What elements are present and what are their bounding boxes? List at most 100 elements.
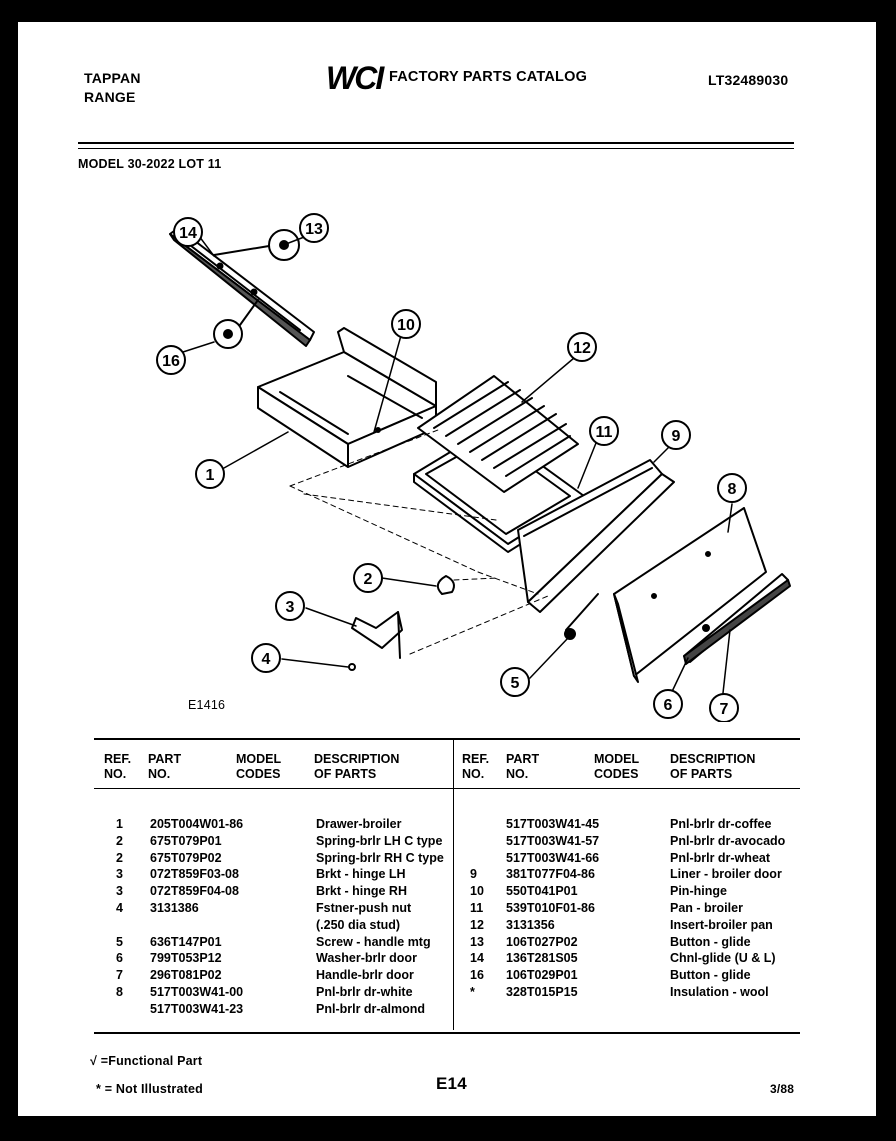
- part-no-cell: 517T003W41-66: [506, 850, 600, 865]
- part-no-cell: 517T003W41-57: [506, 833, 600, 848]
- figure-id: E1416: [188, 698, 226, 712]
- part-no-cell: 3131356: [506, 917, 555, 932]
- callout-12: 12: [567, 332, 597, 362]
- callout-5: 5: [500, 667, 530, 697]
- broiler-spring: [436, 575, 455, 595]
- part-no-cell: 517T003W41-00: [150, 984, 244, 999]
- page-code: E14: [436, 1074, 467, 1093]
- header-rule-thin: [78, 148, 794, 149]
- glide-button-13: [213, 229, 300, 261]
- svg-text:3: 3: [286, 599, 295, 616]
- part-no-cell: 106T029P01: [506, 968, 578, 983]
- part-no-cell: 3131386: [150, 900, 199, 915]
- brand-line2: RANGE: [84, 89, 136, 105]
- ref-no-cell: [470, 816, 506, 833]
- ref-no-cell: 10: [470, 884, 484, 899]
- svg-text:16: 16: [162, 353, 180, 370]
- exploded-parts-diagram: 14 13 16 10 12 11 9 8 1 2 3 4 5 6 7: [156, 213, 791, 722]
- part-no-cell: 296T081P02: [150, 968, 222, 983]
- callout-4: 4: [251, 643, 281, 673]
- description-cell: (.250 dia stud): [316, 917, 401, 932]
- callout-11: 11: [589, 416, 619, 446]
- hidden-lines: [289, 429, 549, 655]
- description-cell: Insulation - wool: [670, 984, 769, 999]
- ref-no-cell: [116, 1001, 150, 1018]
- table-row: 517T003W41-57 Pnl-brlr dr-avocado: [470, 833, 810, 850]
- callout-7: 7: [709, 693, 739, 722]
- not-illustrated-note: * = Not Illustrated: [96, 1082, 203, 1096]
- handle-screw: [564, 593, 599, 640]
- svg-text:5: 5: [511, 675, 520, 692]
- catalog-page: TAPPAN RANGE WCI FACTORY PARTS CATALOG L…: [18, 22, 876, 1116]
- description-cell: Pin-hinge: [670, 884, 727, 899]
- callout-8: 8: [717, 473, 747, 503]
- door-liner: [517, 459, 675, 613]
- ref-no-cell: 16: [470, 968, 484, 983]
- ref-no-cell: [116, 917, 150, 934]
- description-cell: Liner - broiler door: [670, 867, 782, 882]
- hinge-bracket: [351, 611, 403, 659]
- svg-text:4: 4: [262, 651, 271, 668]
- callout-13: 13: [299, 213, 329, 243]
- part-no-cell: 072T859F03-08: [150, 867, 239, 882]
- description-cell: Pan - broiler: [670, 900, 743, 915]
- description-cell: Brkt - hinge LH: [316, 867, 406, 882]
- description-cell: Button - glide: [670, 934, 751, 949]
- part-no-cell: 550T041P01: [506, 884, 578, 899]
- broiler-drawer: [257, 327, 437, 468]
- ref-no-cell: 14: [470, 951, 484, 966]
- ref-no-cell: 8: [116, 984, 123, 999]
- part-no-cell: 539T010F01-86: [506, 900, 595, 915]
- callout-14: 14: [173, 217, 203, 247]
- wci-logo: WCI: [326, 60, 386, 94]
- table-bottom-rule: [94, 1032, 800, 1034]
- svg-text:11: 11: [596, 424, 613, 441]
- table-column-divider: [453, 738, 454, 1030]
- part-no-cell: 136T281S05: [506, 951, 578, 966]
- ref-no-cell: [470, 850, 506, 867]
- svg-text:9: 9: [672, 428, 681, 445]
- table-top-rule: [94, 738, 800, 740]
- svg-text:10: 10: [397, 317, 415, 334]
- ref-no-cell: 11: [470, 900, 484, 915]
- svg-text:7: 7: [720, 701, 729, 718]
- ref-no-cell: 2: [116, 833, 123, 848]
- glide-channel: [169, 227, 315, 347]
- table-row: 14 136T281S05 Chnl-glide (U & L): [470, 950, 810, 967]
- description-cell: Chnl-glide (U & L): [670, 951, 776, 966]
- part-no-cell: 675T079P02: [150, 850, 222, 865]
- leader-lines: [182, 223, 733, 703]
- table-header-rule: [94, 788, 800, 789]
- ref-no-cell: [470, 833, 506, 850]
- svg-text:12: 12: [573, 340, 591, 357]
- callout-3: 3: [275, 591, 305, 621]
- description-cell: Pnl-brlr dr-avocado: [670, 833, 786, 848]
- description-cell: Handle-brlr door: [316, 968, 414, 983]
- description-cell: Drawer-broiler: [316, 817, 402, 831]
- description-cell: Spring-brlr RH C type: [316, 850, 444, 865]
- part-no-cell: 799T053P12: [150, 951, 222, 966]
- svg-text:6: 6: [664, 697, 673, 714]
- ref-no-cell: 13: [470, 934, 484, 949]
- left-ref-header: REF.NO.: [104, 752, 132, 781]
- description-cell: Pnl-brlr dr-wheat: [670, 850, 771, 865]
- part-no-cell: [150, 917, 316, 934]
- table-row: (.250 dia stud): [116, 917, 456, 934]
- svg-text:2: 2: [364, 571, 373, 588]
- revision-date: 3/88: [770, 1082, 795, 1096]
- right-ref-header: REF.NO.: [462, 752, 490, 781]
- ref-no-cell: 6: [116, 951, 123, 966]
